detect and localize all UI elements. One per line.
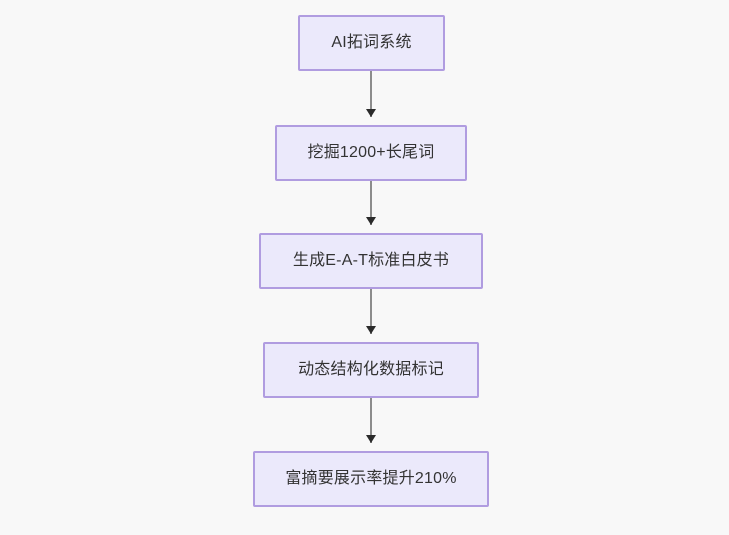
connector-line <box>370 181 372 225</box>
arrowhead-down-icon <box>366 217 376 225</box>
connector-line <box>370 71 372 117</box>
arrowhead-down-icon <box>366 326 376 334</box>
flow-node-label: 挖掘1200+长尾词 <box>307 144 435 162</box>
flow-node-label: 富摘要展示率提升210% <box>285 470 457 488</box>
flow-node-ai-keyword-system[interactable]: AI拓词系统 <box>298 15 445 71</box>
flow-node-label: 动态结构化数据标记 <box>298 361 444 379</box>
arrowhead-down-icon <box>366 435 376 443</box>
arrowhead-down-icon <box>366 109 376 117</box>
connector-line <box>370 289 372 334</box>
flow-node-label: AI拓词系统 <box>331 34 412 52</box>
flow-node-label: 生成E-A-T标准白皮书 <box>292 252 450 270</box>
flow-node-dynamic-structured-data-markup[interactable]: 动态结构化数据标记 <box>263 342 479 398</box>
connector-line <box>370 398 372 443</box>
flow-node-rich-snippet-impression-lift[interactable]: 富摘要展示率提升210% <box>253 451 489 507</box>
flow-node-generate-eat-whitepaper[interactable]: 生成E-A-T标准白皮书 <box>259 233 483 289</box>
flow-node-mine-longtail-keywords[interactable]: 挖掘1200+长尾词 <box>275 125 467 181</box>
